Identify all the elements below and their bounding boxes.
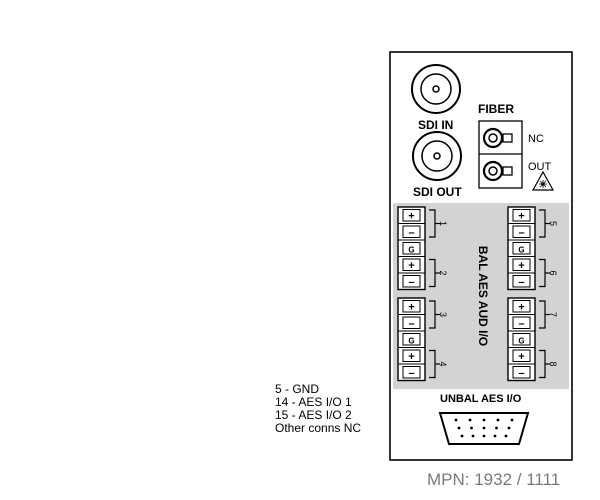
sdi-out-label: SDI OUT	[413, 185, 462, 199]
channel-number: 6	[548, 270, 558, 275]
dsub-pin	[470, 426, 473, 430]
terminal-block: + – G + – 1 2	[397, 206, 448, 291]
channel-number: 3	[438, 312, 448, 317]
laser-warning-icon	[531, 170, 555, 191]
terminal-symbol: –	[518, 367, 524, 379]
terminal-symbol: –	[408, 367, 414, 379]
terminal-symbol: G	[408, 336, 414, 345]
dsub-pin	[496, 418, 500, 422]
terminal-symbol: +	[518, 351, 524, 363]
dsub-pin	[471, 434, 475, 438]
dsub-pin	[510, 418, 514, 422]
channel-number: 8	[548, 361, 558, 366]
terminal-symbol: G	[518, 336, 524, 345]
dsub-pin	[495, 426, 498, 430]
fiber-port-icon	[482, 160, 513, 182]
fiber-port-icon	[482, 127, 513, 149]
fiber-nc-label: NC	[528, 133, 544, 145]
terminal-symbol: +	[518, 210, 524, 222]
pin-note: 5 - GND	[275, 382, 320, 396]
dsub-pin	[507, 426, 511, 430]
terminal-symbol: G	[518, 245, 524, 254]
dsub-pin	[460, 434, 464, 438]
terminal-symbol: –	[408, 318, 414, 330]
pin-note: Other conns NC	[275, 421, 362, 435]
unbal-aes-label: UNBAL AES I/O	[440, 393, 522, 405]
dsub-15-connector-icon	[438, 412, 530, 445]
dsub-pin	[454, 418, 458, 422]
terminal-symbol: +	[408, 301, 414, 313]
dsub-pin	[493, 434, 497, 438]
dsub-pin	[457, 426, 461, 430]
dsub-pin	[482, 434, 486, 438]
terminal-symbol: –	[408, 276, 414, 288]
terminal-symbol: –	[518, 318, 524, 330]
dsub-pin	[482, 418, 486, 422]
terminal-symbol: –	[518, 276, 524, 288]
channel-number: 2	[438, 270, 448, 275]
terminal-symbol: +	[408, 260, 414, 272]
pin-note: 15 - AES I/O 2	[275, 408, 352, 422]
sdi-in-label: SDI IN	[418, 118, 453, 132]
channel-number: 5	[548, 221, 558, 226]
terminal-symbol: +	[408, 351, 414, 363]
terminal-block: + – G + – 3 4	[397, 297, 448, 382]
terminal-symbol: +	[518, 260, 524, 272]
channel-number: 1	[438, 221, 448, 226]
bnc-connector-icon	[411, 64, 461, 114]
terminal-symbol: +	[408, 210, 414, 222]
dsub-pin	[504, 434, 508, 438]
terminal-symbol: G	[408, 245, 414, 254]
terminal-symbol: –	[518, 227, 524, 239]
mpn-label: MPN: 1932 / 1111	[427, 470, 561, 489]
terminal-blocks: + – G + – 1 2 + – G + – 3 4 + – G + – 5 6 + – G + – 7 8	[397, 206, 558, 382]
fiber-label: FIBER	[478, 102, 514, 116]
bal-aes-label: BAL AES AUD I/O	[476, 246, 490, 346]
terminal-symbol: –	[408, 227, 414, 239]
terminal-symbol: +	[518, 301, 524, 313]
fiber-out-label: OUT	[528, 161, 552, 173]
channel-number: 4	[438, 361, 448, 366]
channel-number: 7	[548, 312, 558, 317]
bnc-connector-icon	[412, 131, 462, 181]
dsub-pin	[482, 426, 486, 430]
terminal-block: + – G + – 5 6	[507, 206, 558, 291]
terminal-block: + – G + – 7 8	[507, 297, 558, 382]
pin-note: 14 - AES I/O 1	[275, 395, 352, 409]
dsub-pin	[468, 418, 472, 422]
